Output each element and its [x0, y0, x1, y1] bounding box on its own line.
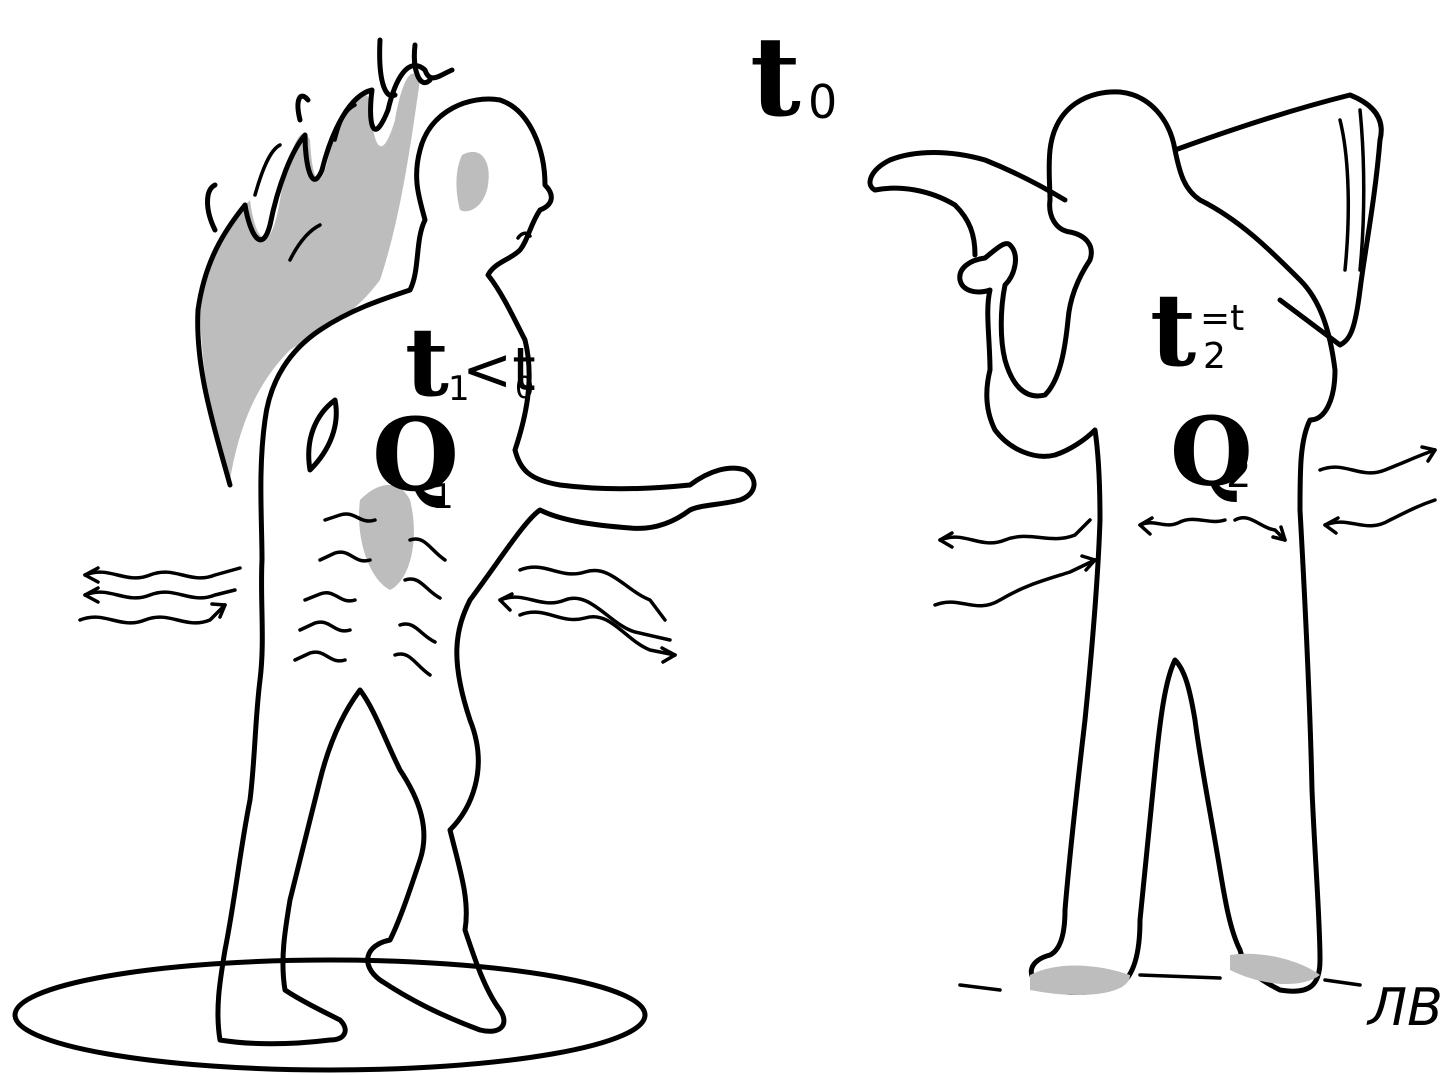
- left-temperature-relation-sub: 0: [515, 371, 534, 406]
- right-temperature-sub: 2: [1203, 336, 1226, 377]
- right-temperature-label: t: [1150, 271, 1196, 389]
- right-temperature-relation: =t: [1200, 298, 1244, 339]
- right-heat-sub: 2: [1226, 451, 1251, 497]
- left-heat-sub: 1: [432, 477, 454, 517]
- ambient-temperature-label: t: [750, 12, 801, 141]
- burning-man-icon: [15, 40, 754, 1070]
- ambient-temperature-sub: 0: [808, 75, 837, 129]
- newspaper-icon: [870, 95, 1381, 345]
- artist-signature: ЛВ.: [1366, 978, 1440, 1038]
- right-body-outline: [960, 92, 1335, 993]
